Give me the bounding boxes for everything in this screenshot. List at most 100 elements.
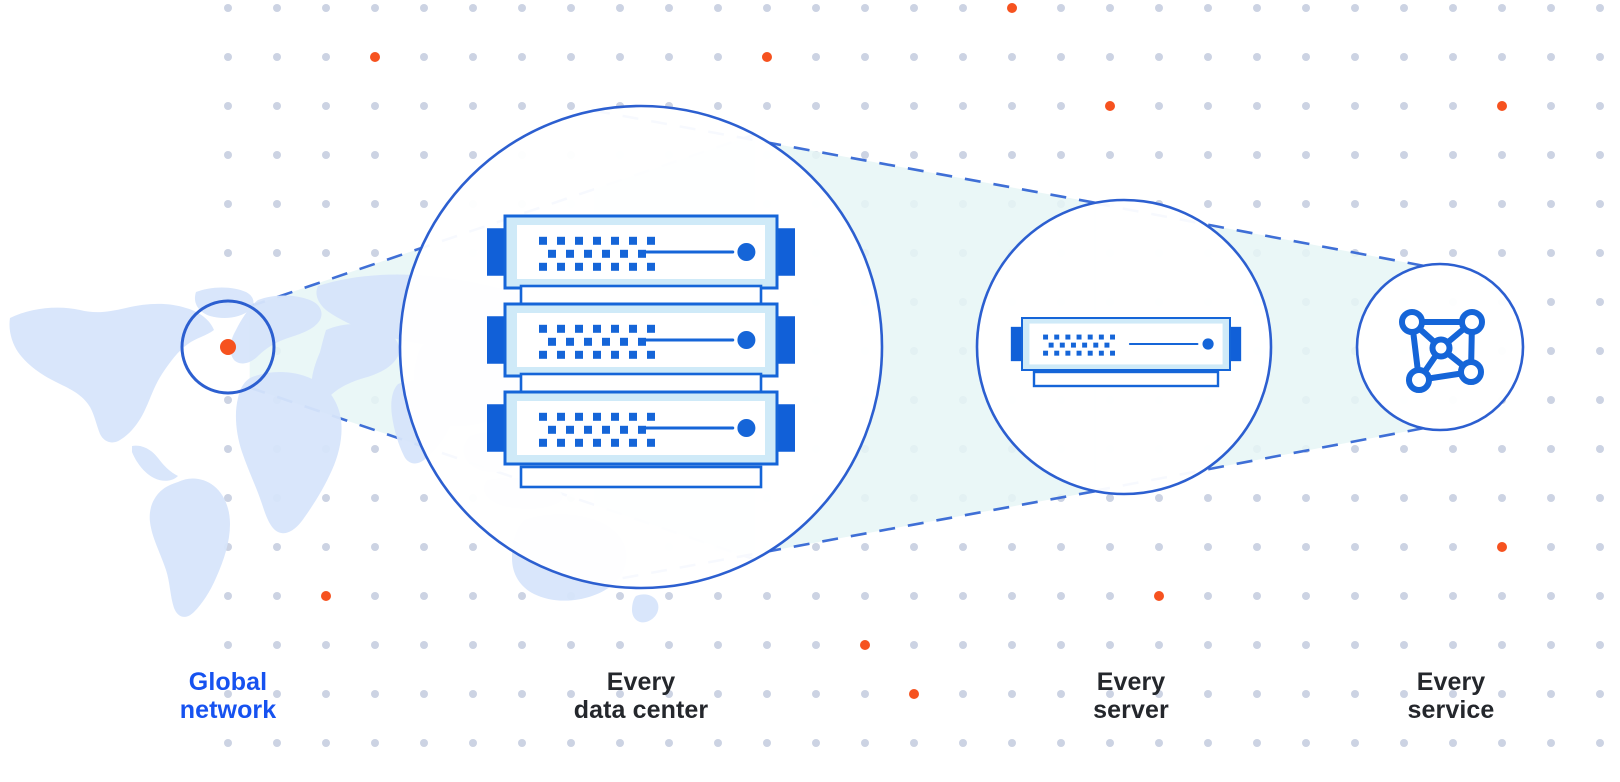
grid-dot (1253, 53, 1261, 61)
grid-dot (224, 249, 232, 257)
label-every-service: Every service (1407, 668, 1495, 724)
grid-dot (959, 102, 967, 110)
grid-dot (1008, 543, 1016, 551)
server-vent (539, 438, 547, 447)
grid-dot (1596, 396, 1604, 404)
grid-dot (665, 53, 673, 61)
grid-dot (1008, 53, 1016, 61)
grid-dot (861, 102, 869, 110)
grid-dot-accent (909, 689, 919, 699)
grid-dot (1106, 151, 1114, 159)
grid-dot (518, 690, 526, 698)
grid-dot (763, 641, 771, 649)
grid-dot (469, 690, 477, 698)
grid-dot (322, 543, 330, 551)
grid-dot (469, 4, 477, 12)
grid-dot (469, 739, 477, 747)
grid-dot (763, 592, 771, 600)
grid-dot (1302, 53, 1310, 61)
grid-dot (1596, 200, 1604, 208)
grid-dot (665, 690, 673, 698)
mesh-node (1429, 336, 1453, 360)
grid-dot (273, 690, 281, 698)
server-vent (647, 438, 655, 447)
grid-dot-accent (1007, 3, 1017, 13)
grid-dot (273, 200, 281, 208)
grid-dot (1547, 641, 1555, 649)
server-vent (611, 438, 619, 447)
grid-dot (1008, 151, 1016, 159)
grid-dot (224, 592, 232, 600)
grid-dot (1204, 690, 1212, 698)
grid-dot (518, 641, 526, 649)
grid-dot (1155, 53, 1163, 61)
grid-dot (322, 641, 330, 649)
server-vent (566, 425, 574, 434)
grid-dot (1253, 690, 1261, 698)
grid-dot-accent (370, 52, 380, 62)
grid-dot (1302, 641, 1310, 649)
server-status-led (1202, 338, 1214, 350)
grid-dot (224, 494, 232, 502)
grid-dot (1400, 641, 1408, 649)
grid-dot (518, 592, 526, 600)
grid-dot (1351, 641, 1359, 649)
grid-dot (1057, 543, 1065, 551)
grid-dot (1155, 739, 1163, 747)
grid-dot (861, 543, 869, 551)
grid-dot (1400, 445, 1408, 453)
server-vent (638, 249, 646, 258)
server-vent (566, 337, 574, 346)
grid-dot (665, 592, 673, 600)
server-vent (647, 350, 655, 359)
grid-dot (763, 739, 771, 747)
grid-dot (1596, 690, 1604, 698)
grid-dot (1596, 151, 1604, 159)
server-vent (629, 262, 637, 271)
server-vent (647, 324, 655, 333)
server-vent (548, 337, 556, 346)
grid-dot (224, 641, 232, 649)
grid-dot (469, 641, 477, 649)
server-vent (1082, 342, 1088, 348)
server-vent (1065, 350, 1071, 356)
server-vent (647, 412, 655, 421)
grid-dot (469, 543, 477, 551)
grid-dot (1106, 592, 1114, 600)
server-vent (620, 337, 628, 346)
grid-dot (763, 102, 771, 110)
grid-dot (273, 739, 281, 747)
grid-dot (1106, 494, 1114, 502)
grid-dot (1057, 53, 1065, 61)
grid-dot (1547, 690, 1555, 698)
grid-dot (1449, 739, 1457, 747)
grid-dot (910, 151, 918, 159)
server-vent (1076, 334, 1082, 340)
grid-dot (371, 102, 379, 110)
grid-dot (910, 53, 918, 61)
grid-dot (1155, 102, 1163, 110)
grid-dot (273, 592, 281, 600)
grid-dot (763, 690, 771, 698)
grid-dot (861, 690, 869, 698)
grid-dot (1547, 151, 1555, 159)
server-vent (629, 350, 637, 359)
grid-dot (1449, 53, 1457, 61)
grid-dot-accent (762, 52, 772, 62)
grid-dot (1057, 102, 1065, 110)
grid-dot (1351, 102, 1359, 110)
server-vent (557, 324, 565, 333)
grid-dot (273, 102, 281, 110)
grid-dot (273, 151, 281, 159)
grid-dot (910, 4, 918, 12)
grid-dot (1498, 690, 1506, 698)
grid-dot (1547, 249, 1555, 257)
grid-dot (518, 102, 526, 110)
map-location-marker (220, 339, 236, 355)
grid-dot (665, 739, 673, 747)
grid-dot (1057, 592, 1065, 600)
grid-dot (1204, 53, 1212, 61)
